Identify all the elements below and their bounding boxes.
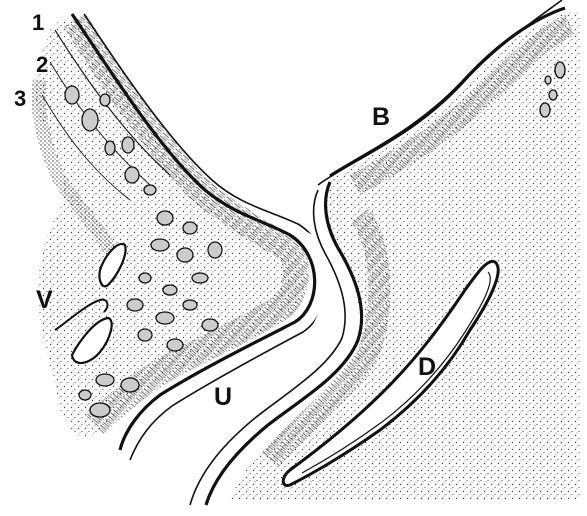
label-layer-3: 3 [14,88,26,110]
label-region-d: D [418,355,436,380]
label-layer-2: 2 [36,54,48,76]
label-layer-1: 1 [32,12,44,34]
label-region-u: U [214,385,232,410]
label-region-v: V [36,288,53,313]
label-region-b: B [372,105,390,130]
